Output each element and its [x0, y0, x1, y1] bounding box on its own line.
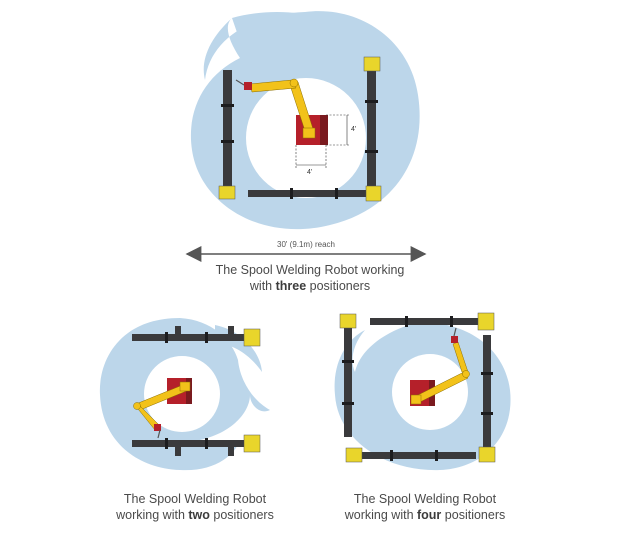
caption-text: positioners	[441, 508, 506, 522]
robot-joint	[462, 370, 470, 378]
positioner	[478, 446, 496, 463]
pipe-flange	[365, 100, 378, 103]
pipe-flange	[290, 188, 293, 199]
pipe-flange	[205, 438, 208, 449]
robot-base-cap	[410, 394, 422, 405]
caption-line: The Spool Welding Robot	[353, 492, 497, 506]
pipe-flange	[365, 150, 378, 153]
positioner	[365, 185, 382, 202]
caption-text: working with	[116, 508, 189, 522]
caption-line: with three positioners	[160, 278, 460, 294]
caption-text: with	[249, 279, 276, 293]
robot-wrist	[244, 82, 252, 90]
positioner	[345, 447, 363, 463]
positioner	[218, 185, 236, 200]
caption-emphasis: three	[275, 279, 307, 293]
pipe-flange	[221, 104, 234, 107]
pipe-flange	[165, 332, 168, 343]
positioner	[363, 56, 381, 72]
pipe-spool	[344, 325, 352, 437]
pipe-flange	[450, 316, 453, 327]
pipe-spool	[370, 318, 482, 325]
pipe-flange	[342, 402, 354, 405]
dimension-label-horizontal: 4'	[307, 169, 313, 176]
robot-torch	[453, 327, 457, 337]
four-positioner-layout	[334, 312, 511, 471]
positioner	[477, 312, 495, 331]
pipe-flange	[481, 412, 493, 415]
pipe-spool	[367, 60, 376, 188]
pipe-flange	[205, 332, 208, 343]
pipe-flange	[335, 188, 338, 199]
robot-base-cap	[302, 127, 316, 139]
positioner	[339, 313, 357, 329]
caption-emphasis: four	[417, 508, 442, 522]
caption-line: The Spool Welding Robot working	[215, 263, 405, 277]
robot-base	[320, 115, 328, 145]
robot-torch	[235, 79, 245, 86]
caption-line: working with two positioners	[85, 507, 305, 523]
caption-line: working with four positioners	[315, 507, 535, 523]
pipe-flange	[481, 372, 493, 375]
caption-line: The Spool Welding Robot	[123, 492, 267, 506]
pipe-branch	[175, 326, 181, 334]
reach-label: 30' (9.1m) reach	[277, 240, 335, 249]
positioner	[243, 328, 261, 347]
robot-joint	[133, 402, 141, 410]
caption-emphasis: two	[188, 508, 210, 522]
robot-wrist	[154, 424, 161, 431]
positioner	[243, 434, 261, 453]
caption-three-positioners: The Spool Welding Robot working with thr…	[160, 262, 460, 294]
pipe-spool	[132, 440, 250, 447]
robot-wrist	[451, 336, 458, 343]
pipe-branch	[228, 326, 234, 334]
pipe-flange	[435, 450, 438, 461]
pipe-flange	[405, 316, 408, 327]
robot-joint	[289, 78, 299, 88]
two-positioner-layout	[99, 318, 270, 471]
pipe-flange	[390, 450, 393, 461]
three-positioner-layout	[185, 11, 427, 262]
pipe-spool	[483, 335, 491, 450]
reach-zone	[232, 12, 320, 70]
pipe-spool	[350, 452, 476, 459]
caption-four-positioners: The Spool Welding Robot working with fou…	[315, 491, 535, 523]
robot-torch	[157, 429, 161, 439]
caption-text: positioners	[209, 508, 274, 522]
caption-text: working with	[344, 508, 417, 522]
pipe-branch	[175, 447, 181, 456]
pipe-spool	[248, 190, 372, 197]
pipe-spool	[223, 70, 232, 194]
pipe-spool	[132, 334, 250, 341]
caption-text: positioners	[306, 279, 371, 293]
caption-two-positioners: The Spool Welding Robot working with two…	[85, 491, 305, 523]
dimension-label-vertical: 4'	[351, 126, 357, 133]
pipe-flange	[221, 140, 234, 143]
pipe-branch	[228, 447, 234, 456]
robot-base-cap	[179, 381, 191, 392]
pipe-flange	[342, 360, 354, 363]
pipe-flange	[165, 438, 168, 449]
